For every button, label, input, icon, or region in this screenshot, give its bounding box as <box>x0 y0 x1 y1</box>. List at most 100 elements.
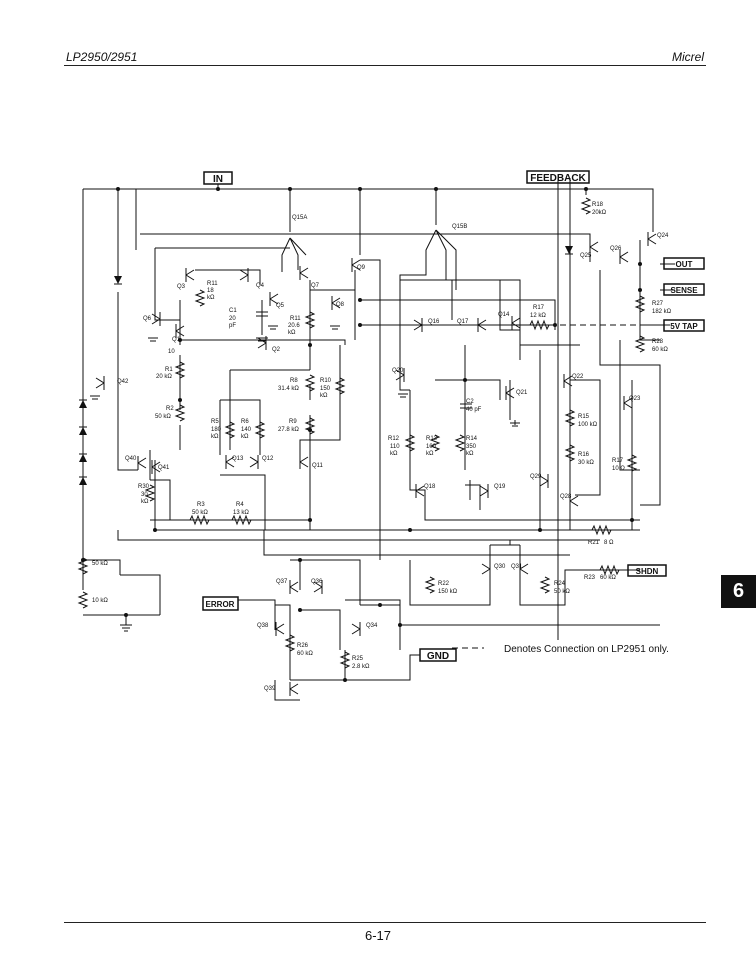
label-r3: R3 <box>197 502 205 508</box>
value-r26: 60 kΩ <box>297 651 313 657</box>
footer-rule <box>64 922 706 923</box>
label-q41: Q41 <box>158 465 170 471</box>
label-r22: R22 <box>438 581 450 587</box>
label-r30: R30 <box>138 484 150 490</box>
label-q1: Q1 <box>172 337 181 343</box>
label-q23: Q23 <box>629 396 641 402</box>
label-r10: R10 <box>320 378 332 384</box>
pin-gnd-label: GND <box>427 651 449 662</box>
header-part-number: LP2950/2951 <box>66 50 138 64</box>
label-r13: R13 <box>426 436 438 442</box>
value-r16: 30 kΩ <box>578 460 594 466</box>
label-r28: R28 <box>652 339 664 345</box>
value-r24: 50 kΩ <box>554 589 570 595</box>
capacitor-symbols <box>256 311 472 409</box>
pin-feedback: FEEDBACK <box>526 170 590 184</box>
label-q38: Q38 <box>257 623 269 629</box>
label-q3: Q3 <box>177 284 186 290</box>
value-r18: 20kΩ <box>592 210 607 216</box>
label-q21: Q21 <box>516 390 528 396</box>
value-r17a: 12 kΩ <box>530 313 546 319</box>
value-r9: 27.8 kΩ <box>278 427 299 433</box>
value-r25: 2.8 kΩ <box>352 664 370 670</box>
label-q14: Q14 <box>498 312 510 318</box>
header-brand: Micrel <box>672 50 704 64</box>
wires <box>82 178 675 701</box>
value-50k-divider: 50 kΩ <box>92 561 108 567</box>
value-r8: 31.4 kΩ <box>278 386 299 392</box>
label-q15a: Q15A <box>292 215 307 221</box>
label-q18: Q18 <box>424 484 436 490</box>
label-q17: Q17 <box>457 319 469 325</box>
label-c2: C2 <box>466 399 474 405</box>
value-r17b: 10 Ω <box>612 466 625 472</box>
label-r16: R16 <box>578 452 590 458</box>
pin-error-label: ERROR <box>206 600 235 609</box>
pin-gnd: GND <box>419 648 457 662</box>
value-r21: 8 Ω <box>604 540 614 546</box>
label-q39: Q39 <box>264 686 276 692</box>
value-r27: 182 kΩ <box>652 309 672 315</box>
label-q9: Q9 <box>357 265 366 271</box>
section-tab: 6 <box>721 575 756 608</box>
pin-sense: SENSE <box>663 283 705 296</box>
label-r8: R8 <box>290 378 298 384</box>
label-q15b: Q15B <box>452 224 467 230</box>
label-q29: Q29 <box>530 474 542 480</box>
value-r4: 13 kΩ <box>233 510 249 516</box>
label-r4: R4 <box>236 502 244 508</box>
pin-error: ERROR <box>202 596 239 611</box>
label-r17b: R17 <box>612 458 624 464</box>
label-r11b: R11 <box>290 316 301 322</box>
label-q25: Q25 <box>580 253 592 259</box>
label-q4: Q4 <box>256 283 265 289</box>
label-q40: Q40 <box>125 456 137 462</box>
label-q16: Q16 <box>428 319 440 325</box>
junction-dots <box>81 187 642 682</box>
label-r15: R15 <box>578 414 590 420</box>
value-r3: 50 kΩ <box>192 510 208 516</box>
label-q37: Q37 <box>276 579 288 585</box>
value-r28: 60 kΩ <box>652 347 668 353</box>
header-rule <box>64 65 706 66</box>
label-q8: Q8 <box>336 302 345 308</box>
label-q24: Q24 <box>657 233 669 239</box>
label-r18: R18 <box>592 202 604 208</box>
label-r27: R27 <box>652 301 664 307</box>
label-r25: R25 <box>352 656 364 662</box>
value-r23: 60 kΩ <box>600 575 616 581</box>
label-q34: Q34 <box>366 623 378 629</box>
label-c1: C1 <box>229 308 237 314</box>
label-r21: R21 <box>588 540 600 546</box>
label-ten: 10 <box>168 349 175 355</box>
label-q36: Q36 <box>311 579 323 585</box>
label-r11a: R11 <box>207 281 218 287</box>
pin-sense-label: SENSE <box>670 286 698 295</box>
transistor-symbols <box>95 232 657 696</box>
pin-in: IN <box>203 171 233 189</box>
pin-out: OUT <box>663 257 705 270</box>
label-q19: Q19 <box>494 484 506 490</box>
label-q12: Q12 <box>262 456 274 462</box>
pin-tap-label: 5V TAP <box>670 322 698 331</box>
label-r1: R1 <box>165 367 173 373</box>
label-r9: R9 <box>289 419 297 425</box>
label-r6: R6 <box>241 419 249 425</box>
label-q30: Q30 <box>494 564 506 570</box>
label-q28: Q28 <box>560 494 572 500</box>
pin-in-label: IN <box>213 174 223 185</box>
label-q7: Q7 <box>311 283 320 289</box>
label-q5: Q5 <box>276 303 285 309</box>
page-number: 6-17 <box>364 928 392 943</box>
value-r22: 150 kΩ <box>438 589 458 595</box>
